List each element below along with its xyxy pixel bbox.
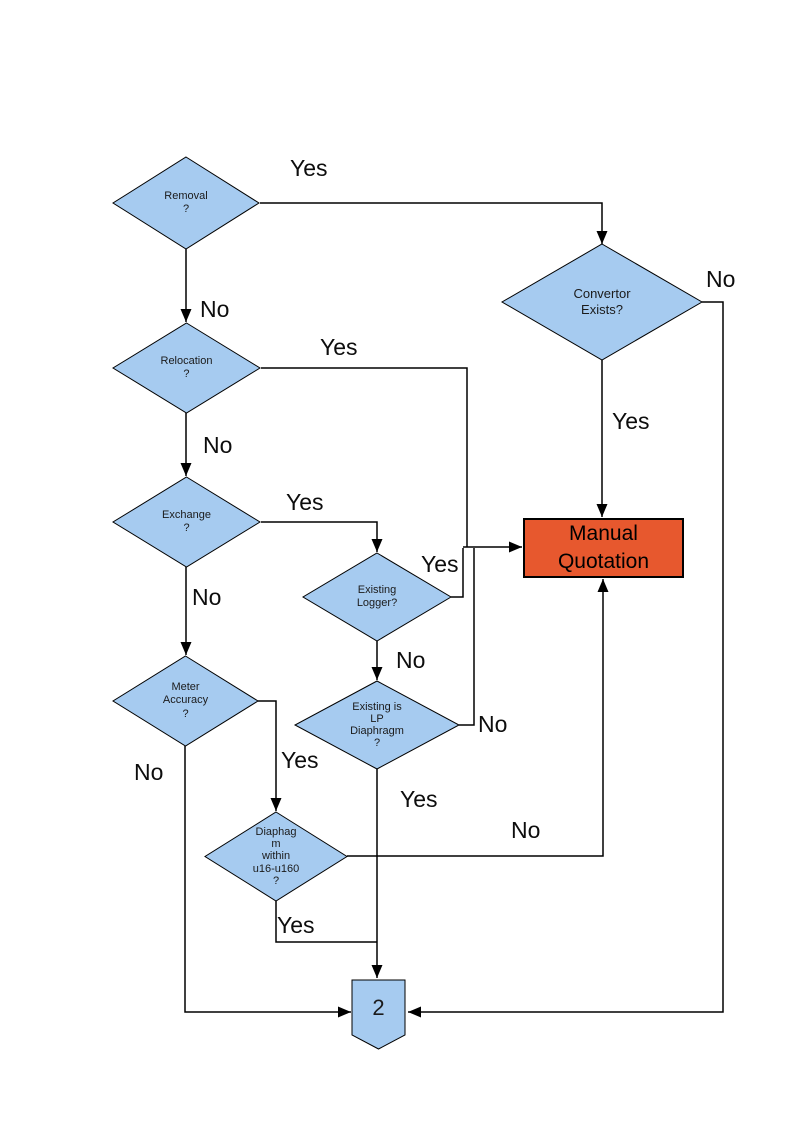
- offpage-connector-2-label: 2: [372, 994, 385, 1020]
- process-manual-quotation-label: Manual Quotation: [557, 521, 650, 573]
- decision-existing-lp-diaphragm-label: Existing is LP Diaphragm ?: [350, 700, 404, 750]
- diamond-shape: [303, 553, 451, 641]
- edge-logger-yes: [451, 548, 464, 598]
- decision-relocation-label: Relocation ?: [160, 354, 213, 380]
- diamond-shape: [502, 244, 702, 360]
- label-convertor-yes: Yes: [612, 408, 650, 434]
- label-removal-no: No: [200, 296, 230, 322]
- label-logger-yes: Yes: [421, 551, 459, 577]
- edge-meter-no: [184, 746, 351, 1018]
- decision-removal-label: Removal ?: [164, 189, 208, 215]
- edge-removal-yes: [260, 202, 608, 244]
- label-meter-yes: Yes: [281, 747, 319, 773]
- decision-convertor-exists-label: Convertor Exists?: [573, 286, 631, 317]
- label-exchange-no: No: [192, 584, 222, 610]
- edge-diaphragm-no: [347, 579, 609, 857]
- edge-diaphragm-yes: [275, 901, 377, 943]
- label-relocation-no: No: [203, 432, 233, 458]
- decision-relocation: Relocation ?: [113, 323, 260, 413]
- diamond-shape: [295, 681, 459, 769]
- diamond-shape: [113, 477, 260, 567]
- label-relocation-yes: Yes: [320, 334, 358, 360]
- diamond-shape: [113, 323, 260, 413]
- label-diaphragm-no: No: [511, 817, 541, 843]
- decision-diaphragm-range-label: Diaphag m within u16-u160 ?: [252, 826, 300, 887]
- label-exchange-yes: Yes: [286, 489, 324, 515]
- decision-existing-logger: Existing Logger?: [303, 553, 451, 641]
- label-diaphragm-yes: Yes: [277, 912, 315, 938]
- diamond-shape: [113, 157, 259, 249]
- process-manual-quotation: Manual Quotation: [523, 518, 684, 578]
- decision-meter-accuracy-label: Meter Accuracy ?: [162, 681, 209, 720]
- edge-convertor-no: [408, 301, 724, 1018]
- decision-exchange-label: Exchange ?: [162, 508, 211, 534]
- decision-meter-accuracy: Meter Accuracy ?: [113, 656, 258, 746]
- decision-removal: Removal ?: [113, 157, 259, 249]
- edge-exchange-yes: [261, 521, 383, 552]
- diamond-shape: [205, 812, 347, 901]
- edge-lp-no: [459, 548, 475, 726]
- label-logger-no: No: [396, 647, 426, 673]
- label-lp-yes: Yes: [400, 786, 438, 812]
- label-meter-no: No: [134, 759, 164, 785]
- decision-exchange: Exchange ?: [113, 477, 260, 567]
- diamond-shape: [113, 656, 258, 746]
- label-convertor-no: No: [706, 266, 736, 292]
- decision-existing-logger-label: Existing Logger?: [356, 583, 398, 609]
- label-lp-no: No: [478, 711, 508, 737]
- label-removal-yes: Yes: [290, 155, 328, 181]
- offpage-connector-shape: [352, 980, 405, 1049]
- edge-meter-yes: [258, 700, 282, 811]
- decision-existing-lp-diaphragm: Existing is LP Diaphragm ?: [295, 681, 459, 769]
- edge-relocation-yes: [261, 367, 468, 547]
- decision-diaphragm-range: Diaphag m within u16-u160 ?: [205, 812, 347, 901]
- decision-convertor-exists: Convertor Exists?: [502, 244, 702, 360]
- offpage-connector-2: 2: [352, 980, 405, 1049]
